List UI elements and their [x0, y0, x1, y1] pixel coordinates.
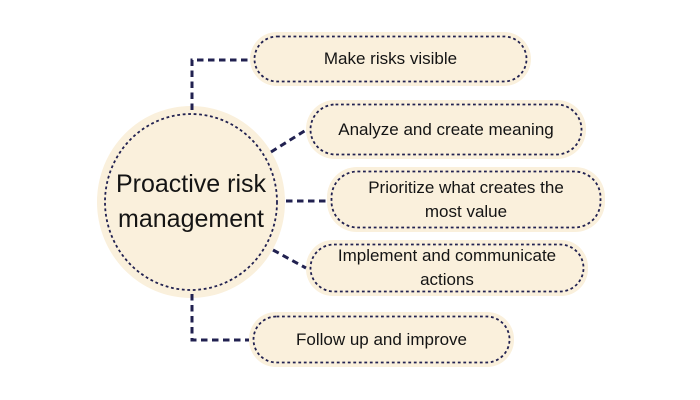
branch-node-analyze-and-create-meaning: Analyze and create meaning	[306, 100, 586, 159]
branch-node-label: Implement and communicate actions	[337, 246, 557, 289]
connector-diagonal-down	[272, 248, 307, 270]
branch-node-label: Follow up and improve	[295, 329, 468, 349]
branch-node-implement-and-communicate-actions: Implement and communicate actions	[306, 240, 588, 296]
branch-box-fill	[306, 100, 586, 159]
branch-box-fill	[327, 167, 605, 232]
branch-box-border	[309, 243, 585, 293]
branch-node-make-risks-visible: Make risks visible	[250, 32, 531, 86]
branch-box-fill	[250, 32, 531, 86]
center-circle-fill	[97, 106, 285, 298]
branch-box-border	[330, 170, 602, 229]
branch-box-border	[252, 315, 511, 364]
branch-box-fill	[249, 312, 514, 367]
branch-box-fill	[306, 240, 588, 296]
center-circle-border	[104, 113, 278, 291]
center-node-label: Proactive risk management	[115, 170, 267, 233]
connector-bottom-elbow	[190, 294, 249, 342]
branch-node-label: Make risks visible	[323, 49, 458, 68]
shape-borders	[104, 35, 602, 364]
branch-node-label: Prioritize what creates the most value	[368, 177, 564, 221]
connectors	[190, 58, 327, 342]
branch-node-label: Analyze and create meaning	[338, 119, 554, 139]
branch-box-border	[309, 103, 583, 156]
center-node-proactive-risk-management: Proactive risk management	[97, 106, 285, 298]
shape-fills	[97, 32, 605, 367]
branch-node-follow-up-and-improve: Follow up and improve	[249, 312, 514, 367]
connector-diagonal-up	[270, 128, 307, 154]
connector-top-elbow	[190, 58, 250, 110]
branch-node-prioritize-what-creates-value: Prioritize what creates the most value	[327, 167, 605, 232]
